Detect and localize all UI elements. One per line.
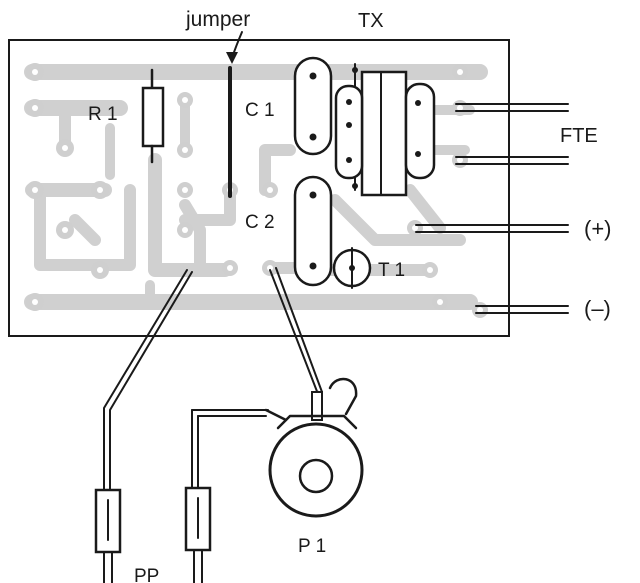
transformer-tx: [334, 63, 436, 197]
label-r1: R 1: [88, 104, 118, 125]
wire-c2-to-p1: [269, 267, 323, 395]
label-t1: T 1: [378, 260, 405, 281]
label-pp: PP: [134, 566, 159, 583]
label-fte: FTE: [560, 125, 598, 147]
label-c1: C 1: [245, 100, 275, 121]
label-minus: (–): [584, 296, 611, 321]
label-plus: (+): [584, 216, 612, 241]
label-p1: P 1: [298, 536, 326, 557]
jumper-arrowhead: [226, 52, 238, 64]
label-jumper: jumper: [185, 8, 250, 31]
potentiometer-p1: [264, 377, 364, 518]
probe-wires: [103, 269, 269, 493]
capacitor-c2: [293, 175, 333, 287]
transistor-t1: [332, 247, 372, 289]
label-tx: TX: [358, 10, 384, 32]
resistor-r1: [141, 68, 165, 164]
capacitor-c1: [293, 56, 333, 156]
probe-tip-right: [184, 486, 212, 583]
output-leads: [415, 103, 569, 314]
probe-tip-left: [94, 488, 122, 583]
label-c2: C 2: [245, 212, 275, 233]
